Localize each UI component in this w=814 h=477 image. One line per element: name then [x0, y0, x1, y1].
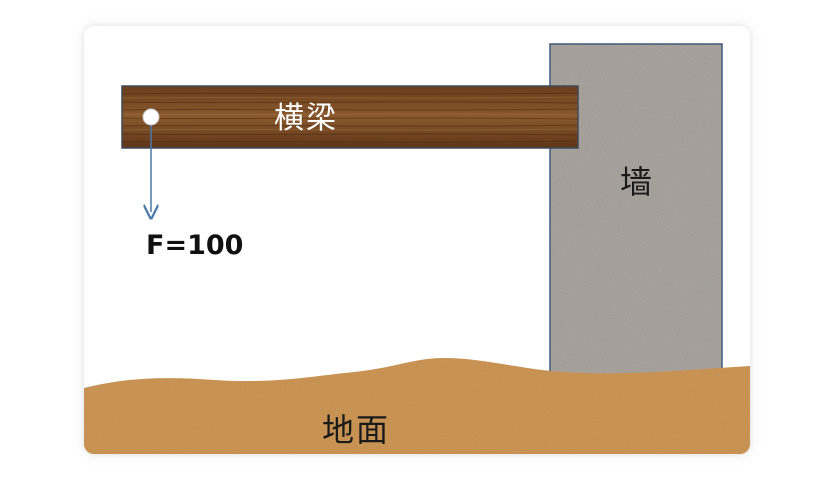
beam-label: 横梁 [274, 101, 338, 136]
beam [121, 85, 579, 149]
ground-label: 地面 [322, 411, 391, 449]
diagram-scene [84, 43, 750, 454]
wall-label: 墙 [620, 163, 653, 201]
ground [84, 358, 750, 454]
load-point [142, 108, 160, 126]
force-label: F=100 [146, 230, 244, 261]
diagram-card: 横梁 墙 地面 F=100 [84, 26, 750, 454]
